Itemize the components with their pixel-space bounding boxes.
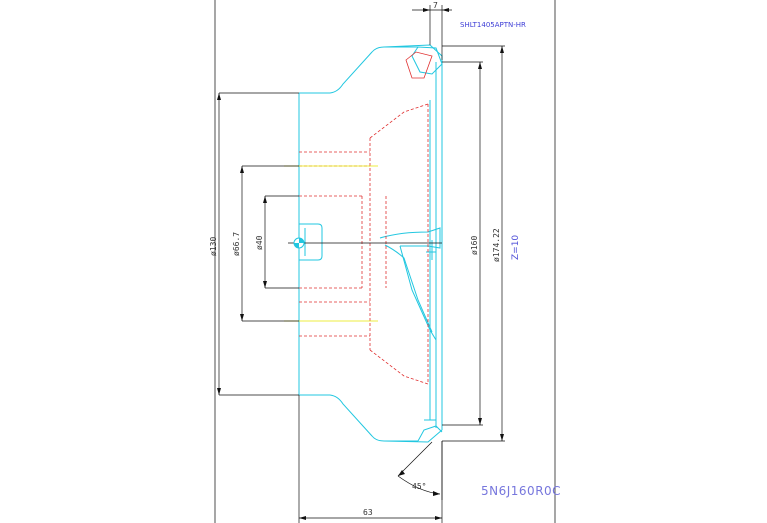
cutter-outline	[298, 44, 443, 443]
dim-d66-7: ø66.7	[232, 232, 241, 256]
dim-angle: 45°	[412, 482, 426, 491]
insert-code-label: SHLT1405APTN-HR	[460, 21, 526, 29]
dim-d130: ø130	[209, 237, 218, 256]
dimension-lines	[218, 5, 505, 523]
model-code-label: 5N6J160R0C	[481, 484, 561, 498]
dim-d160: ø160	[470, 236, 479, 255]
dim-d174-22: ø174.22	[492, 228, 501, 262]
frame-lines	[214, 0, 556, 523]
hidden-lines	[299, 51, 433, 385]
arrowheads	[217, 8, 504, 520]
centerlines	[284, 165, 378, 322]
center-mark	[293, 237, 305, 249]
dim-length: 63	[363, 508, 373, 517]
dim-width-top: 7	[433, 1, 438, 10]
teeth-count-label: Z=10	[511, 235, 521, 260]
dim-d40: ø40	[255, 235, 264, 250]
